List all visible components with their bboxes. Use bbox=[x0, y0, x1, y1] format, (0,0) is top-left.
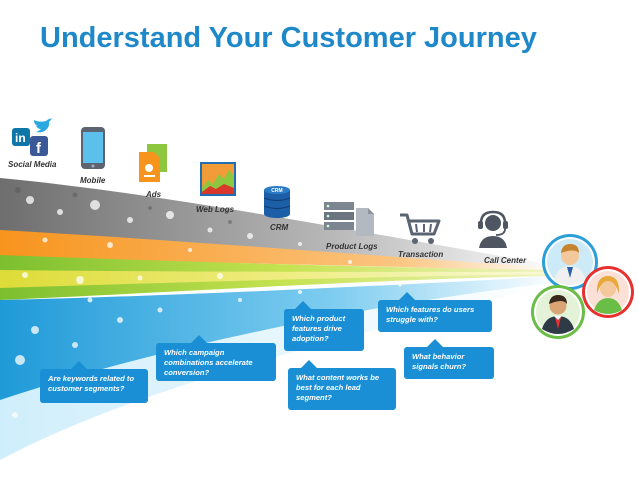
stream-band-orange bbox=[0, 230, 560, 272]
customer-personas bbox=[531, 234, 634, 339]
stream-band-gray bbox=[0, 178, 560, 270]
headset-agent-icon bbox=[478, 210, 508, 248]
svg-text:in: in bbox=[15, 131, 26, 145]
stream-band-blue bbox=[0, 276, 560, 400]
stream-dots-dark bbox=[15, 187, 232, 224]
shopping-cart-icon bbox=[400, 213, 441, 244]
question-text: Which product features drive adoption? bbox=[292, 314, 346, 343]
crm-badge-text: CRM bbox=[271, 188, 282, 194]
social-media-icon: in f bbox=[12, 118, 52, 157]
persona-green-avatar bbox=[531, 285, 585, 339]
bubble-tail bbox=[190, 335, 208, 344]
bubble-tail bbox=[300, 360, 318, 369]
bubble-tail bbox=[294, 301, 312, 310]
persona-red-avatar bbox=[582, 266, 634, 318]
question-text: Are keywords related to customer segment… bbox=[48, 374, 135, 393]
slide-title: Understand Your Customer Journey bbox=[40, 22, 537, 54]
question-text: Which features do users struggle with? bbox=[386, 305, 475, 324]
question-bubble-campaign: Which campaign combinations accelerate c… bbox=[156, 335, 276, 381]
stream-dots bbox=[12, 196, 402, 418]
question-text: What content works be best for each lead… bbox=[296, 373, 380, 402]
question-bubble-struggle: Which features do users struggle with? bbox=[378, 292, 492, 332]
source-label-crm: CRM bbox=[270, 223, 289, 232]
question-bubble-product-features: Which product features drive adoption? bbox=[284, 301, 364, 351]
source-label-transaction: Transaction bbox=[398, 250, 444, 259]
source-label-product-logs: Product Logs bbox=[326, 242, 378, 251]
mobile-phone-icon bbox=[81, 127, 105, 169]
question-bubble-content: What content works be best for each lead… bbox=[288, 360, 396, 410]
product-logs-server-icon bbox=[324, 202, 374, 236]
source-label-social-media: Social Media bbox=[8, 160, 57, 169]
question-text: What behavior signals churn? bbox=[412, 352, 467, 371]
stream-band-yellow bbox=[0, 270, 560, 288]
ads-document-icon bbox=[139, 144, 167, 182]
bubble-tail bbox=[70, 361, 88, 370]
bubble-tail bbox=[426, 339, 444, 348]
web-logs-chart-icon bbox=[200, 162, 236, 196]
crm-database-icon: CRM bbox=[263, 186, 291, 218]
source-label-mobile: Mobile bbox=[80, 176, 106, 185]
question-bubble-keywords: Are keywords related to customer segment… bbox=[40, 361, 148, 403]
source-label-call-center: Call Center bbox=[484, 256, 527, 265]
question-text: Which campaign combinations accelerate c… bbox=[164, 348, 253, 377]
source-label-web-logs: Web Logs bbox=[196, 205, 235, 214]
source-label-ads: Ads bbox=[146, 190, 162, 199]
question-bubble-churn: What behavior signals churn? bbox=[404, 339, 494, 379]
persona-blue-avatar bbox=[542, 234, 598, 290]
bubble-tail bbox=[398, 292, 416, 301]
svg-text:f: f bbox=[36, 140, 42, 157]
